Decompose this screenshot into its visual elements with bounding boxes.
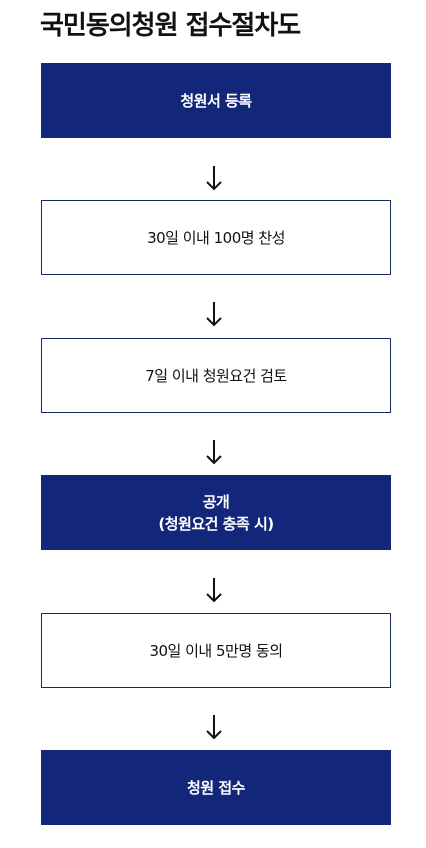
step-label-line1: 공개 [202, 492, 230, 511]
step-label: 청원서 등록 [180, 91, 252, 110]
arrow-down-icon [204, 164, 224, 192]
arrow-down-icon [204, 300, 224, 328]
step-requirement-review: 7일 이내 청원요건 검토 [41, 338, 391, 413]
step-public-disclosure: 공개 (청원요건 충족 시) [41, 475, 391, 550]
step-label-line2: (청원요건 충족 시) [158, 514, 274, 533]
step-100-supporters: 30일 이내 100명 찬성 [41, 200, 391, 275]
step-label: 공개 (청원요건 충족 시) [158, 491, 274, 535]
step-label: 30일 이내 100명 찬성 [147, 228, 285, 247]
step-label: 30일 이내 5만명 동의 [149, 641, 283, 660]
step-50000-agreements: 30일 이내 5만명 동의 [41, 613, 391, 688]
step-petition-registration: 청원서 등록 [41, 63, 391, 138]
arrow-down-icon [204, 438, 224, 466]
step-label: 7일 이내 청원요건 검토 [145, 366, 287, 385]
arrow-down-icon [204, 713, 224, 741]
step-label: 청원 접수 [187, 778, 245, 797]
step-petition-accepted: 청원 접수 [41, 750, 391, 825]
page-title: 국민동의청원 접수절차도 [40, 11, 301, 41]
arrow-down-icon [204, 576, 224, 604]
